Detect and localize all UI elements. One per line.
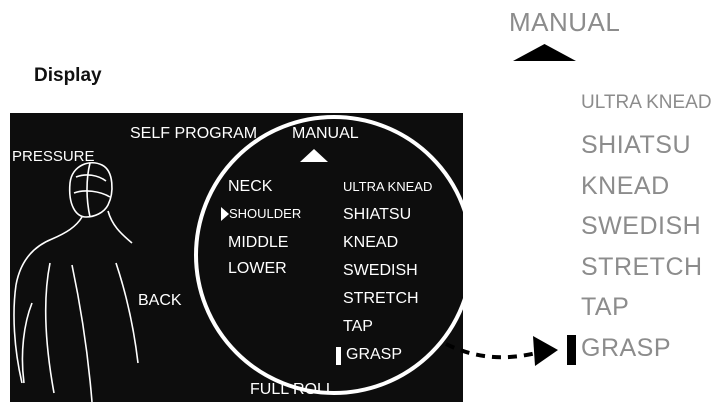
full-roll-label: FULL ROLL [250,381,335,398]
magnified-technique-grasp[interactable]: GRASP [581,334,672,362]
magnified-technique-stretch[interactable]: STRETCH [581,253,703,281]
technique-item-stretch[interactable]: STRETCH [343,290,419,307]
magnified-up-triangle-icon [513,44,576,61]
up-triangle-icon [300,149,328,162]
self-program-label: SELF PROGRAM [130,125,258,142]
magnified-manual-label: MANUAL [509,7,621,37]
technique-item-swedish[interactable]: SWEDISH [343,262,418,279]
display-heading: Display [34,65,102,86]
display-screen: PRESSURE SELF PROGRAM MANUAL BACK FULL R… [10,113,463,402]
technique-item-tap[interactable]: TAP [343,318,373,335]
magnified-technique-knead[interactable]: KNEAD [581,172,670,200]
technique-item-grasp[interactable]: GRASP [346,346,403,363]
magnified-technique-swedish[interactable]: SWEDISH [581,212,702,240]
pressure-label: PRESSURE [12,148,95,165]
magnified-cursor-bar-icon [567,335,576,365]
cursor-bar-icon [336,347,341,365]
magnified-technique-ultra-knead[interactable]: ULTRA KNEAD [581,92,712,113]
magnified-technique-shiatsu[interactable]: SHIATSU [581,131,691,159]
technique-item-knead[interactable]: KNEAD [343,234,399,251]
area-item-middle[interactable]: MIDDLE [228,234,289,251]
area-item-shoulder[interactable]: SHOULDER [229,206,302,221]
magnified-technique-tap[interactable]: TAP [581,293,630,321]
manual-label: MANUAL [292,125,359,142]
area-item-lower[interactable]: LOWER [228,260,287,277]
back-label: BACK [138,292,182,309]
selection-arrow-icon [221,207,229,221]
area-item-neck[interactable]: NECK [228,178,273,195]
technique-item-ultra-knead[interactable]: ULTRA KNEAD [343,179,433,194]
body-outline-icon [13,161,139,402]
dashed-arrow-head [533,336,558,366]
technique-item-shiatsu[interactable]: SHIATSU [343,206,412,223]
